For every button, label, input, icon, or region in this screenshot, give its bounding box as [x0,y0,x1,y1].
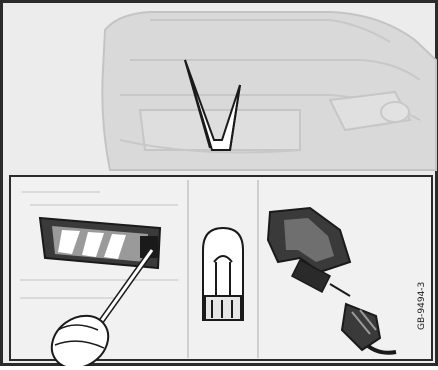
car-front-icon [102,12,436,170]
bulb-icon [203,228,243,320]
reference-code: GB-9494-3 [417,282,427,330]
